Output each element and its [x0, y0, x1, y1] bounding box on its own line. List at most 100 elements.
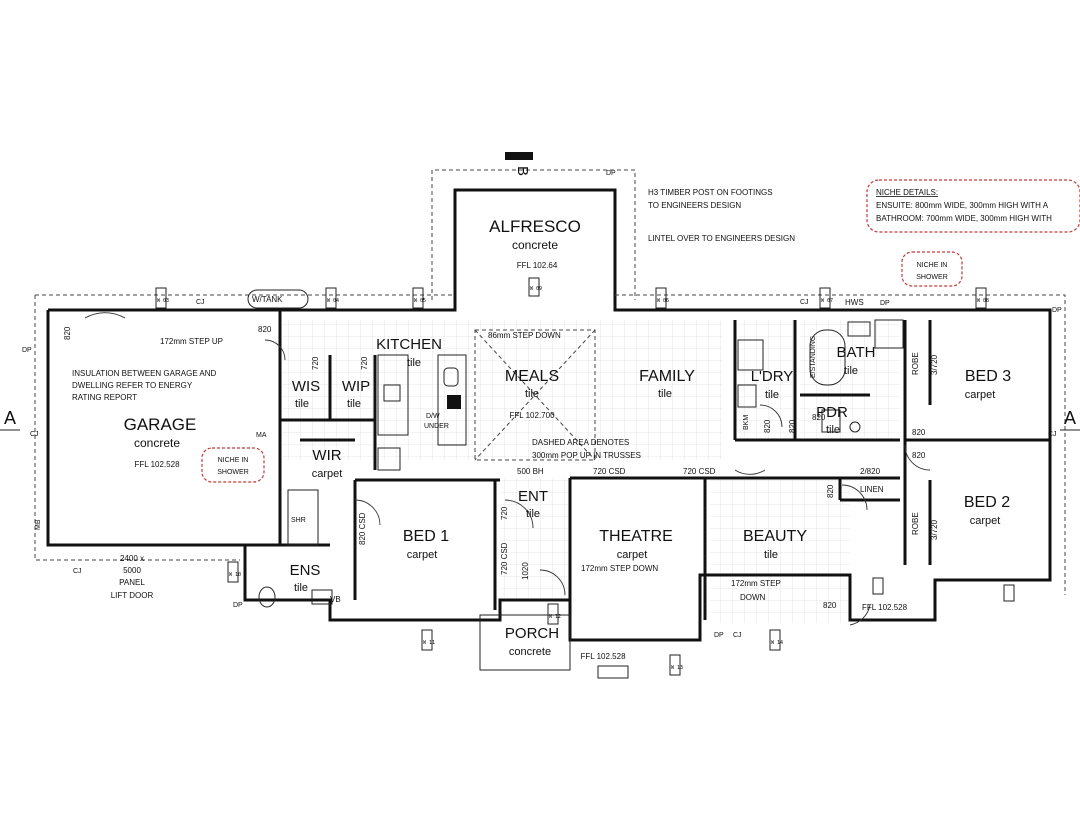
window-markers — [155, 277, 1015, 676]
dim-820-bed2: 820 — [912, 451, 926, 460]
window-label: W 12 — [549, 614, 561, 620]
dp-label: DP — [606, 170, 616, 177]
dim-1020: 1020 — [521, 562, 530, 580]
window-label: W 13 — [671, 665, 683, 671]
note-shr: SHR — [291, 517, 306, 524]
room-labels: ALFRESCO concrete FFL 102.64 KITCHEN til… — [124, 217, 1012, 661]
room-name-beauty: BEAUTY — [743, 528, 807, 545]
niche-details-bathroom: BATHROOM: 700mm WIDE, 300mm HIGH WITH — [876, 214, 1052, 223]
niche-details-ensuite: ENSUITE: 800mm WIDE, 300mm HIGH WITH A — [876, 201, 1049, 210]
note-lintel: LINTEL OVER TO ENGINEERS DESIGN — [648, 234, 795, 243]
room-finish-family: tile — [658, 388, 672, 400]
room-finish-meals: tile — [525, 388, 539, 400]
room-name-ent: ENT — [518, 488, 548, 505]
cj-label: CJ — [30, 431, 39, 438]
note-beauty-step-2: DOWN — [740, 593, 766, 602]
window-label: W 06 — [657, 298, 669, 304]
room-name-garage: GARAGE — [124, 415, 197, 434]
note-theatre-step: 172mm STEP DOWN — [581, 564, 658, 573]
room-name-wis: WIS — [292, 378, 320, 395]
section-marker-b-top: B — [514, 166, 531, 176]
room-name-ldry: L'DRY — [751, 368, 794, 385]
room-ffl-meals: FFL 102.700 — [509, 411, 555, 420]
room-name-bed1: BED 1 — [403, 528, 449, 545]
room-name-meals: MEALS — [505, 368, 559, 385]
room-name-family: FAMILY — [639, 368, 695, 385]
room-finish-bed2: carpet — [970, 515, 1001, 527]
room-name-bed3: BED 3 — [965, 368, 1011, 385]
exterior-walls — [34, 169, 1066, 642]
window-label: W 09 — [530, 286, 542, 292]
downpipe-control-joint-labels: DP DP DP DP DP DP CJ CJ CJ CJ CJ CJ — [22, 170, 1062, 639]
note-estanding: E/STANDING — [810, 336, 817, 378]
cj-label: CJ — [73, 568, 82, 575]
interior-walls — [245, 310, 1050, 640]
note-h3-post-2: TO ENGINEERS DESIGN — [648, 201, 741, 210]
cj-label: CJ — [196, 299, 205, 306]
dimension-labels: 820 820 720 720 720 720 CSD 1020 820 CSD… — [63, 325, 926, 610]
note-robe-dim-2: 3/720 — [930, 519, 939, 540]
room-finish-theatre: carpet — [617, 549, 648, 561]
note-ma: MA — [256, 432, 267, 439]
note-step-down-meals: 86mm STEP DOWN — [488, 331, 561, 340]
room-ffl-porch: FFL 102.528 — [580, 652, 626, 661]
note-beauty-step-1: 172mm STEP — [731, 579, 781, 588]
room-name-wip: WIP — [342, 378, 370, 395]
dp-label: DP — [714, 632, 724, 639]
dim-820-ldry: 820 — [788, 419, 797, 433]
note-dw-under-2: UNDER — [424, 423, 449, 430]
note-garage-door-2: 5000 — [123, 566, 141, 575]
room-finish-beauty: tile — [764, 549, 778, 561]
note-dw-under-1: D/W — [426, 413, 440, 420]
note-robe-1: ROBE — [911, 352, 920, 375]
dim-820-bed3: 820 — [912, 428, 926, 437]
niche-shower-ens-1: NICHE IN — [218, 457, 249, 464]
note-insulation-3: RATING REPORT — [72, 393, 137, 402]
room-finish-wip: tile — [347, 398, 361, 410]
cloud-notes: NICHE DETAILS: ENSUITE: 800mm WIDE, 300m… — [217, 188, 1052, 476]
room-finish-kitchen: tile — [407, 357, 421, 369]
dim-820-step: 820 — [258, 325, 272, 334]
cj-label: CJ — [1048, 431, 1057, 438]
note-2-820: 2/820 — [860, 467, 881, 476]
room-finish-pdr: tile — [826, 424, 840, 436]
niche-shower-bath-1: NICHE IN — [917, 262, 948, 269]
room-ffl-garage: FFL 102.528 — [134, 460, 180, 469]
window-label: W 10 — [229, 572, 241, 578]
cj-label: CJ — [733, 632, 742, 639]
room-finish-alfresco: concrete — [512, 238, 558, 252]
room-name-kitchen: KITCHEN — [376, 336, 442, 353]
dim-820-hall: 820 — [763, 419, 772, 433]
note-garage-door-1: 2400 x — [120, 554, 144, 563]
note-garage-door-3: PANEL — [119, 578, 145, 587]
note-step-up: 172mm STEP UP — [160, 337, 223, 346]
section-markers: A A B — [4, 166, 1076, 428]
window-label: W 04 — [327, 298, 339, 304]
window-labels: W 03 W 04 W 05 W 06 W 07 W 08 W 09 W 10 … — [157, 286, 989, 671]
room-name-ens: ENS — [290, 562, 321, 579]
window-label: W 11 — [423, 640, 435, 646]
window-label: W 03 — [157, 298, 169, 304]
note-csd-720-b: 720 CSD — [683, 467, 716, 476]
annotation-notes: H3 TIMBER POST ON FOOTINGS TO ENGINEERS … — [35, 188, 939, 612]
note-hws: HWS — [845, 298, 864, 307]
niche-shower-bath-2: SHOWER — [916, 274, 948, 281]
revision-clouds — [201, 179, 1080, 483]
niche-shower-ens-2: SHOWER — [217, 469, 249, 476]
dim-820-csd-bed1: 820 CSD — [358, 512, 367, 545]
room-finish-porch: concrete — [509, 646, 551, 658]
cj-label: CJ — [800, 299, 809, 306]
room-finish-ens: tile — [294, 582, 308, 594]
dp-label: DP — [1052, 307, 1062, 314]
porch-steps — [247, 152, 629, 679]
room-finish-bed1: carpet — [407, 549, 438, 561]
note-dashed-2: 300mm POP UP IN TRUSSES — [532, 451, 641, 460]
niche-details-title: NICHE DETAILS: — [876, 188, 938, 197]
dim-820-pdr: 820 — [812, 413, 826, 422]
room-finish-ldry: tile — [765, 389, 779, 401]
meals-popup-area — [474, 329, 596, 461]
note-robe-2: ROBE — [911, 512, 920, 535]
dim-820-beauty: 820 — [826, 484, 835, 498]
room-finish-garage: concrete — [134, 436, 180, 450]
